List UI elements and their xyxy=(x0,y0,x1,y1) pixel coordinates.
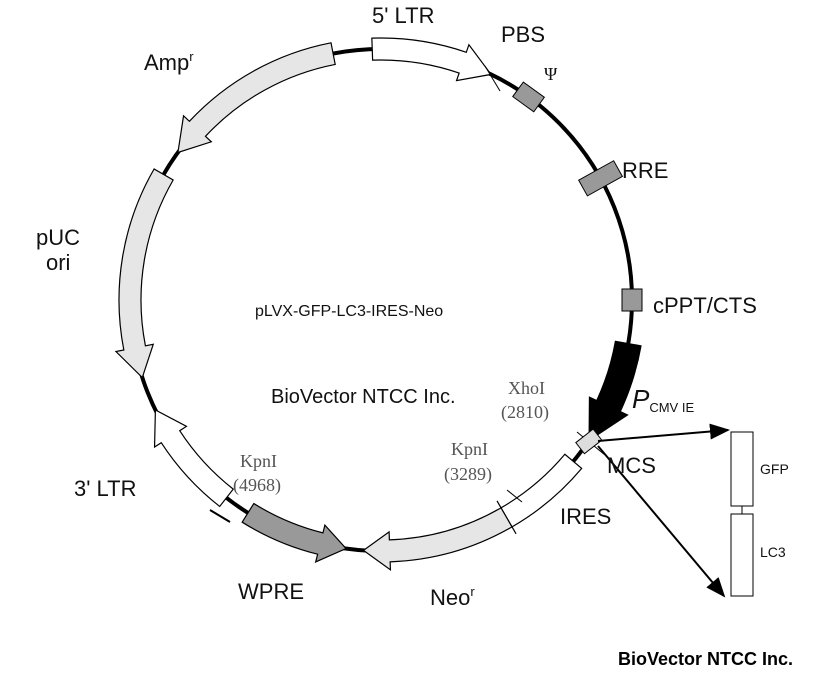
label-puc: pUC xyxy=(36,225,80,250)
label-neo: Neor xyxy=(430,584,475,610)
rre-box xyxy=(577,160,624,197)
label-gfp: GFP xyxy=(760,461,789,477)
label-pcmv: PCMV IE xyxy=(632,384,694,415)
label-ires: IRES xyxy=(560,504,611,529)
kpni-4968-tick xyxy=(209,509,231,523)
wpre-arrow xyxy=(241,502,348,564)
ltr5-pbs-tick xyxy=(484,65,501,92)
amp-arrow xyxy=(177,42,336,154)
label-kpni-1: KpnI xyxy=(451,439,488,459)
lc3-box xyxy=(730,513,754,597)
ltr3-arrow xyxy=(153,409,235,508)
ltr5-arrow xyxy=(371,37,493,82)
kpni-3289-tick xyxy=(506,489,523,503)
cppt-box xyxy=(621,288,643,312)
plasmid-name: pLVX-GFP-LC3-IRES-Neo xyxy=(255,303,443,320)
label-pbs: PBS xyxy=(501,22,545,47)
psi-box xyxy=(512,81,546,113)
gfp-box xyxy=(730,431,754,507)
mcs-box xyxy=(575,428,603,455)
label-mcs: MCS xyxy=(607,453,656,478)
label-ori: ori xyxy=(46,250,70,275)
label-xhoi: XhoI xyxy=(508,378,545,398)
label-rre: RRE xyxy=(622,158,668,183)
label-xhoi-pos: (2810) xyxy=(501,402,549,423)
label-lc3: LC3 xyxy=(760,544,786,560)
label-5ltr: 5' LTR xyxy=(372,3,434,28)
insert-arrow-bottom xyxy=(597,445,726,598)
label-3ltr: 3' LTR xyxy=(74,476,136,501)
label-kpni-1-pos: (3289) xyxy=(444,464,492,485)
watermark: BioVector NTCC Inc. xyxy=(618,649,793,669)
label-kpni-2-pos: (4968) xyxy=(233,475,281,496)
label-cppt: cPPT/CTS xyxy=(653,293,757,318)
center-company: BioVector NTCC Inc. xyxy=(271,386,456,408)
label-kpni-2: KpnI xyxy=(240,451,277,471)
insert-arrow-top xyxy=(597,423,730,442)
label-amp: Ampr xyxy=(144,49,194,75)
neo-arrow xyxy=(362,507,513,572)
puc-ori-arrow xyxy=(114,168,174,379)
label-wpre: WPRE xyxy=(238,579,304,604)
label-psi: Ψ xyxy=(544,64,558,84)
